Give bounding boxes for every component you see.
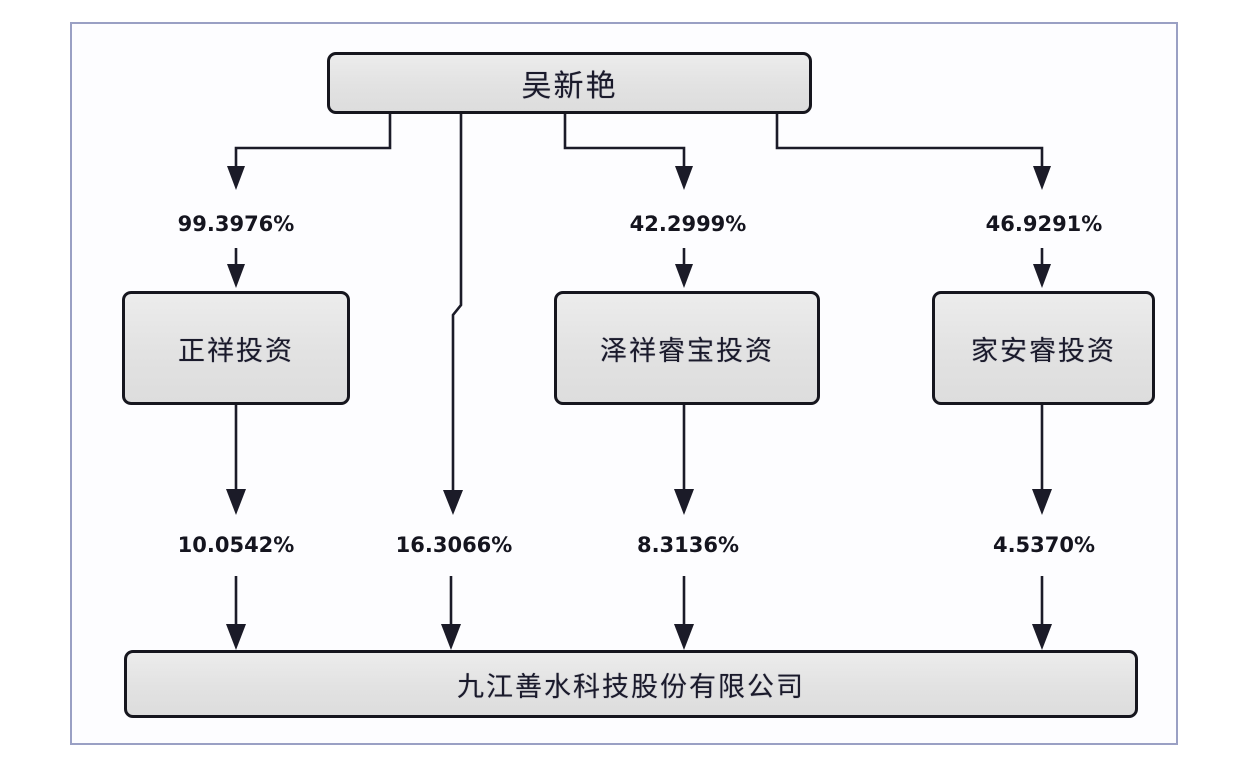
pct-owner-to-zexiang: 42.2999% [629, 212, 747, 236]
node-jiaan-rui-investment[interactable]: 家安睿投资 [932, 291, 1155, 405]
node-zhengxiang-investment[interactable]: 正祥投资 [122, 291, 350, 405]
pct-owner-to-jiaan: 46.9291% [985, 212, 1103, 236]
node-owner-label: 吴新艳 [521, 69, 618, 104]
node-company[interactable]: 九江善水科技股份有限公司 [124, 650, 1138, 718]
pct-owner-to-zhengxiang: 99.3976% [177, 212, 295, 236]
node-owner[interactable]: 吴新艳 [327, 52, 812, 114]
node-jiaan-rui-investment-label: 家安睿投资 [971, 335, 1116, 367]
pct-zhengxiang-to-company: 10.0542% [177, 533, 295, 557]
node-company-label: 九江善水科技股份有限公司 [457, 671, 805, 703]
pct-jiaan-to-company: 4.5370% [992, 533, 1096, 557]
pct-zexiang-to-company: 8.3136% [636, 533, 740, 557]
pct-owner-direct-to-company: 16.3066% [395, 533, 513, 557]
node-zexiang-ruibao-investment-label: 泽祥睿宝投资 [600, 335, 774, 367]
node-zexiang-ruibao-investment[interactable]: 泽祥睿宝投资 [554, 291, 820, 405]
node-zhengxiang-investment-label: 正祥投资 [178, 335, 294, 367]
